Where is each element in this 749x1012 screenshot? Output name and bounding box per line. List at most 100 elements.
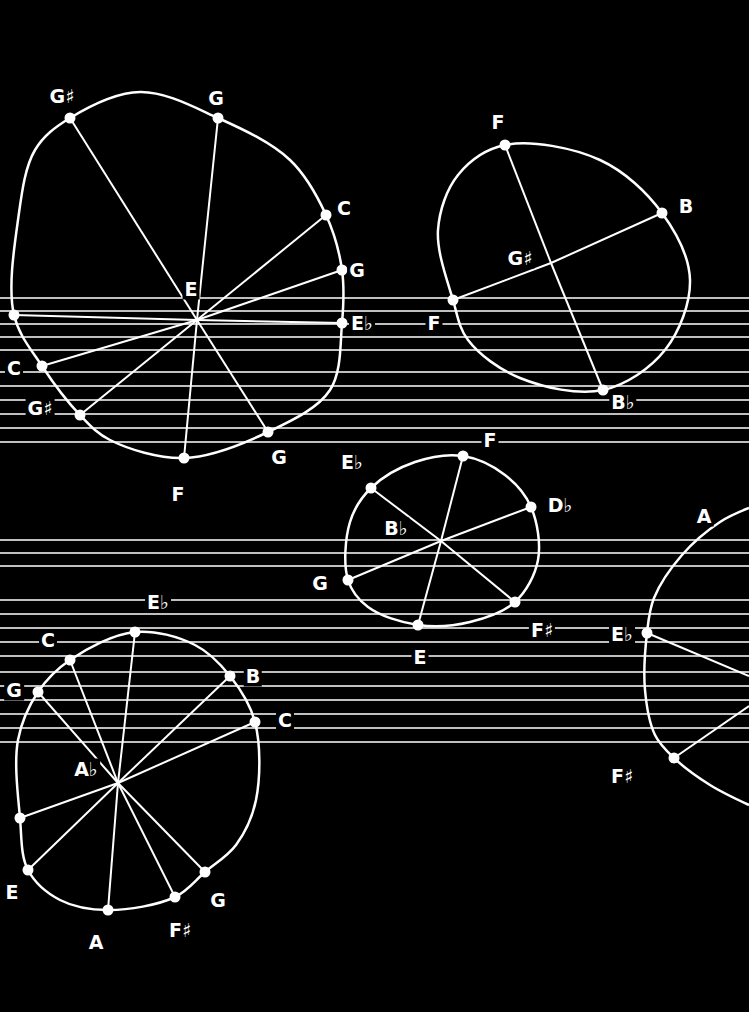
pitch-dot <box>337 318 348 329</box>
circle-outline <box>11 92 343 458</box>
spoke-line <box>108 783 118 910</box>
spoke-line <box>197 270 342 320</box>
spoke-line <box>453 263 551 300</box>
pitch-dot <box>200 867 211 878</box>
note-label: C <box>335 198 353 219</box>
note-label: F <box>490 112 507 133</box>
note-label: F <box>426 313 443 334</box>
spoke-line <box>197 320 342 323</box>
spoke-line <box>551 213 662 263</box>
pitch-dot <box>500 140 511 151</box>
note-label: B♭ <box>609 392 636 413</box>
spoke-line <box>70 660 118 783</box>
pitch-dot <box>510 597 521 608</box>
staff-lines <box>0 298 749 742</box>
note-label: G <box>269 447 289 468</box>
staff-line <box>0 655 749 657</box>
note-label: G <box>347 260 367 281</box>
spoke-line <box>505 145 551 263</box>
staff-line <box>0 336 749 338</box>
staff-line <box>0 552 749 554</box>
spoke-line <box>14 315 197 320</box>
spoke-line <box>348 541 441 580</box>
spoke-line <box>118 676 230 783</box>
spoke-line <box>118 783 175 897</box>
staff-line <box>0 713 749 715</box>
note-label: D♭ <box>546 495 575 516</box>
spoke-line <box>647 633 749 676</box>
note-label: B <box>677 196 695 217</box>
pitch-dot <box>642 628 653 639</box>
note-label: E♭ <box>609 624 635 645</box>
note-label: G♯ <box>506 248 535 269</box>
note-label: E <box>412 647 429 668</box>
pitch-circle <box>15 627 261 916</box>
note-label: C <box>276 710 294 731</box>
pitch-dot <box>448 295 459 306</box>
pitch-dot <box>15 813 26 824</box>
pitch-dot <box>458 451 469 462</box>
note-label: G <box>4 680 24 701</box>
staff-line <box>0 727 749 729</box>
note-label: G <box>208 890 228 911</box>
note-label: C <box>5 358 23 379</box>
note-label: C <box>39 630 57 651</box>
spoke-line <box>441 456 463 541</box>
note-label: F♯ <box>609 766 635 787</box>
note-label: F <box>482 430 499 451</box>
note-label: G♯ <box>48 86 77 107</box>
circle-outline <box>644 508 749 805</box>
pitch-dot <box>9 310 20 321</box>
staff-line <box>0 599 749 601</box>
pitch-dot <box>337 265 348 276</box>
pitch-dot <box>75 410 86 421</box>
pitch-dot <box>213 113 224 124</box>
note-label: B♭ <box>382 518 409 539</box>
note-label: E <box>183 279 200 300</box>
pitch-dot <box>366 483 377 494</box>
pitch-dot <box>179 453 190 464</box>
spoke-line <box>118 783 205 872</box>
note-label: G <box>206 88 226 109</box>
note-label: A <box>695 506 714 527</box>
spoke-line <box>674 706 749 758</box>
pitch-dot <box>526 502 537 513</box>
pitch-dot <box>343 575 354 586</box>
note-label: B <box>244 666 262 687</box>
pitch-dot <box>250 717 261 728</box>
staff-line <box>0 539 749 541</box>
staff-line <box>0 641 749 643</box>
staff-line <box>0 371 749 373</box>
note-label: F♯ <box>529 620 555 641</box>
circle-outline <box>16 632 259 910</box>
staff-line <box>0 613 749 615</box>
pitch-dot <box>103 905 114 916</box>
spoke-line <box>197 215 326 320</box>
note-label: G♯ <box>26 398 55 419</box>
staff-line <box>0 627 749 629</box>
note-label: F <box>170 484 187 505</box>
pitch-circle <box>438 140 690 396</box>
note-label: G <box>310 573 330 594</box>
pitch-circles <box>9 92 749 916</box>
spoke-line <box>441 541 515 602</box>
staff-line <box>0 565 749 567</box>
pitch-dot <box>65 113 76 124</box>
note-label: E♭ <box>145 592 171 613</box>
pitch-dot <box>225 671 236 682</box>
spoke-line <box>80 320 197 415</box>
note-label: E♭ <box>349 313 375 334</box>
staff-line <box>0 671 749 673</box>
note-label: A♭ <box>72 759 100 780</box>
pitch-dot <box>33 687 44 698</box>
staff-line <box>0 349 749 351</box>
note-label: F♯ <box>167 920 193 941</box>
spoke-line <box>28 783 118 870</box>
pitch-dot <box>23 865 34 876</box>
spoke-line <box>20 783 118 818</box>
pitch-dot <box>598 385 609 396</box>
pitch-circle <box>9 92 348 464</box>
note-label: E♭ <box>339 452 365 473</box>
spoke-line <box>118 632 135 783</box>
